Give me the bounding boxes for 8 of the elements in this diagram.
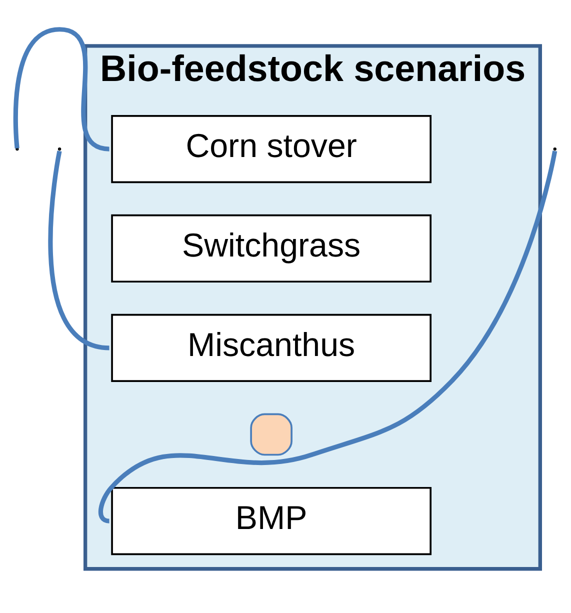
node-box: Corn stover [111, 115, 432, 184]
node-box: Switchgrass [111, 214, 432, 283]
node-box: BMP [111, 486, 432, 556]
connector [98, 150, 558, 524]
node-plus [250, 413, 292, 456]
connector [13, 27, 110, 152]
node-box: Miscanthus [111, 314, 432, 382]
connector [48, 150, 110, 350]
